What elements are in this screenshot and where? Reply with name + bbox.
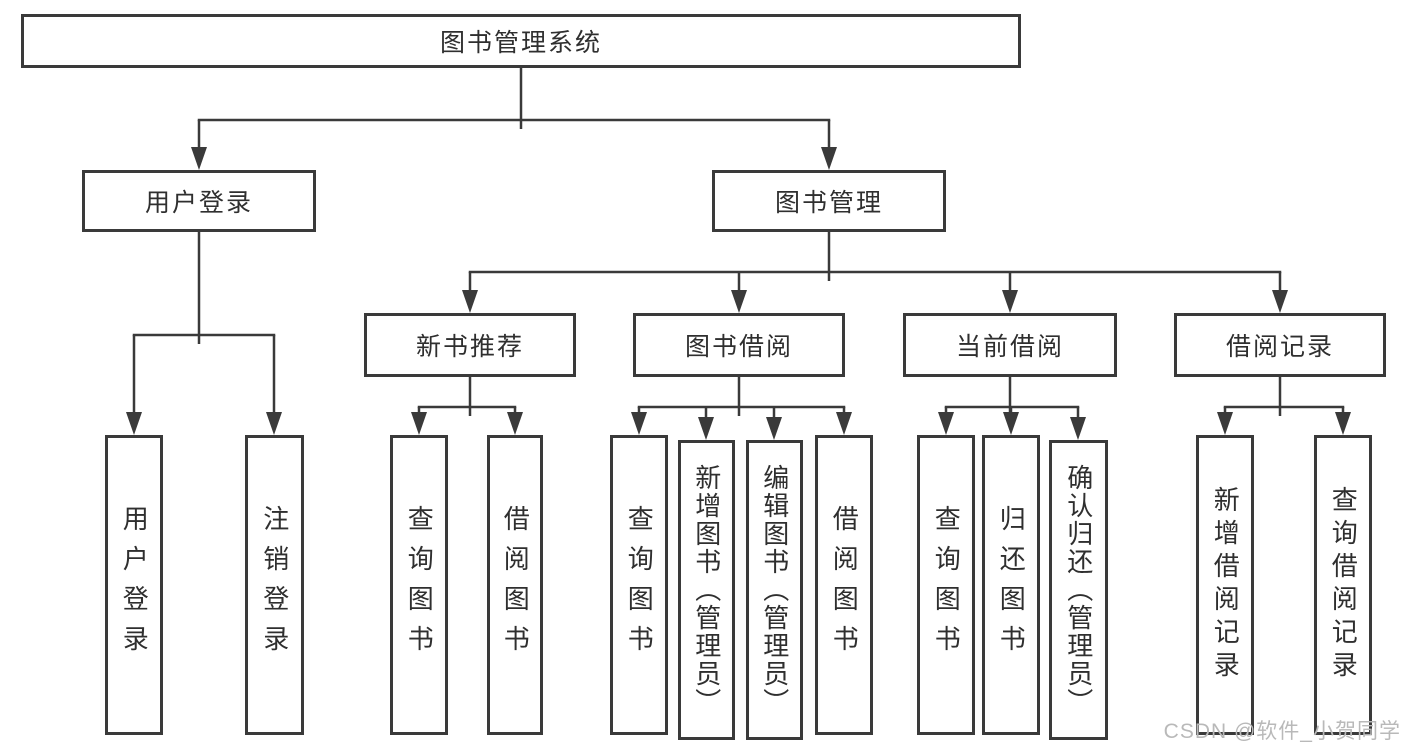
arrowhead-icon [938,412,954,435]
node-book-borrowing: 图书借阅 [633,313,845,377]
arrowhead-icon [1003,412,1019,435]
node-current-borrowing: 当前借阅 [903,313,1117,377]
leaf-label: 注销登录 [259,505,290,665]
arrowhead-icon [191,147,207,170]
leaf-add-book-admin: 新增图书（管理员） [678,440,735,740]
leaf-label: 用户登录 [119,505,150,665]
arrowhead-icon [1335,412,1351,435]
node-label: 当前借阅 [955,333,1064,361]
leaf-query-borrow-record: 查询借阅记录 [1314,435,1372,735]
node-library-management-system: 图书管理系统 [21,14,1021,68]
leaf-borrow-books: 借阅图书 [815,435,873,735]
leaf-label: 新增借阅记录 [1210,486,1241,684]
leaf-query-books-current: 查询图书 [917,435,975,735]
arrowhead-icon [631,412,647,435]
leaf-logout: 注销登录 [245,435,304,735]
arrowhead-icon [266,412,282,435]
arrowhead-icon [1070,417,1086,440]
node-label: 图书借阅 [684,333,793,361]
arrowhead-icon [698,417,714,440]
node-user-login: 用户登录 [82,170,316,232]
leaf-label: 查询图书 [931,505,962,665]
arrowhead-icon [1272,290,1288,313]
leaf-return-book: 归还图书 [982,435,1040,735]
leaf-edit-book-admin: 编辑图书（管理员） [746,440,803,740]
arrowhead-icon [411,412,427,435]
leaf-add-borrow-record: 新增借阅记录 [1196,435,1254,735]
leaf-label: 查询图书 [404,505,435,665]
node-borrowing-records: 借阅记录 [1174,313,1386,377]
leaf-label: 借阅图书 [829,505,860,665]
node-label: 图书管理 [774,189,883,217]
leaf-label: 确认归还（管理员） [1063,464,1094,716]
leaf-confirm-return-admin: 确认归还（管理员） [1049,440,1108,740]
arrowhead-icon [821,147,837,170]
leaf-query-books-borrow: 查询图书 [610,435,668,735]
node-new-book-recommendation: 新书推荐 [364,313,576,377]
node-label: 借阅记录 [1225,333,1334,361]
leaf-label: 查询图书 [624,505,655,665]
leaf-label: 编辑图书（管理员） [759,464,790,716]
arrowhead-icon [1002,290,1018,313]
leaf-label: 归还图书 [996,505,1027,665]
leaf-user-login: 用户登录 [105,435,163,735]
arrowhead-icon [1217,412,1233,435]
node-label: 图书管理系统 [439,29,602,57]
watermark: CSDN @软件_小贺同学 [1163,720,1401,743]
leaf-query-books-recommend: 查询图书 [390,435,448,735]
node-book-management: 图书管理 [712,170,946,232]
leaf-label: 新增图书（管理员） [691,464,722,716]
leaf-label: 借阅图书 [500,505,531,665]
leaf-label: 查询借阅记录 [1328,486,1359,684]
arrowhead-icon [836,412,852,435]
node-label: 用户登录 [144,189,253,217]
leaf-borrow-books-recommend: 借阅图书 [487,435,543,735]
arrowhead-icon [766,417,782,440]
arrowhead-icon [731,290,747,313]
arrowhead-icon [507,412,523,435]
arrowhead-icon [462,290,478,313]
node-label: 新书推荐 [415,333,524,361]
arrowhead-icon [126,412,142,435]
